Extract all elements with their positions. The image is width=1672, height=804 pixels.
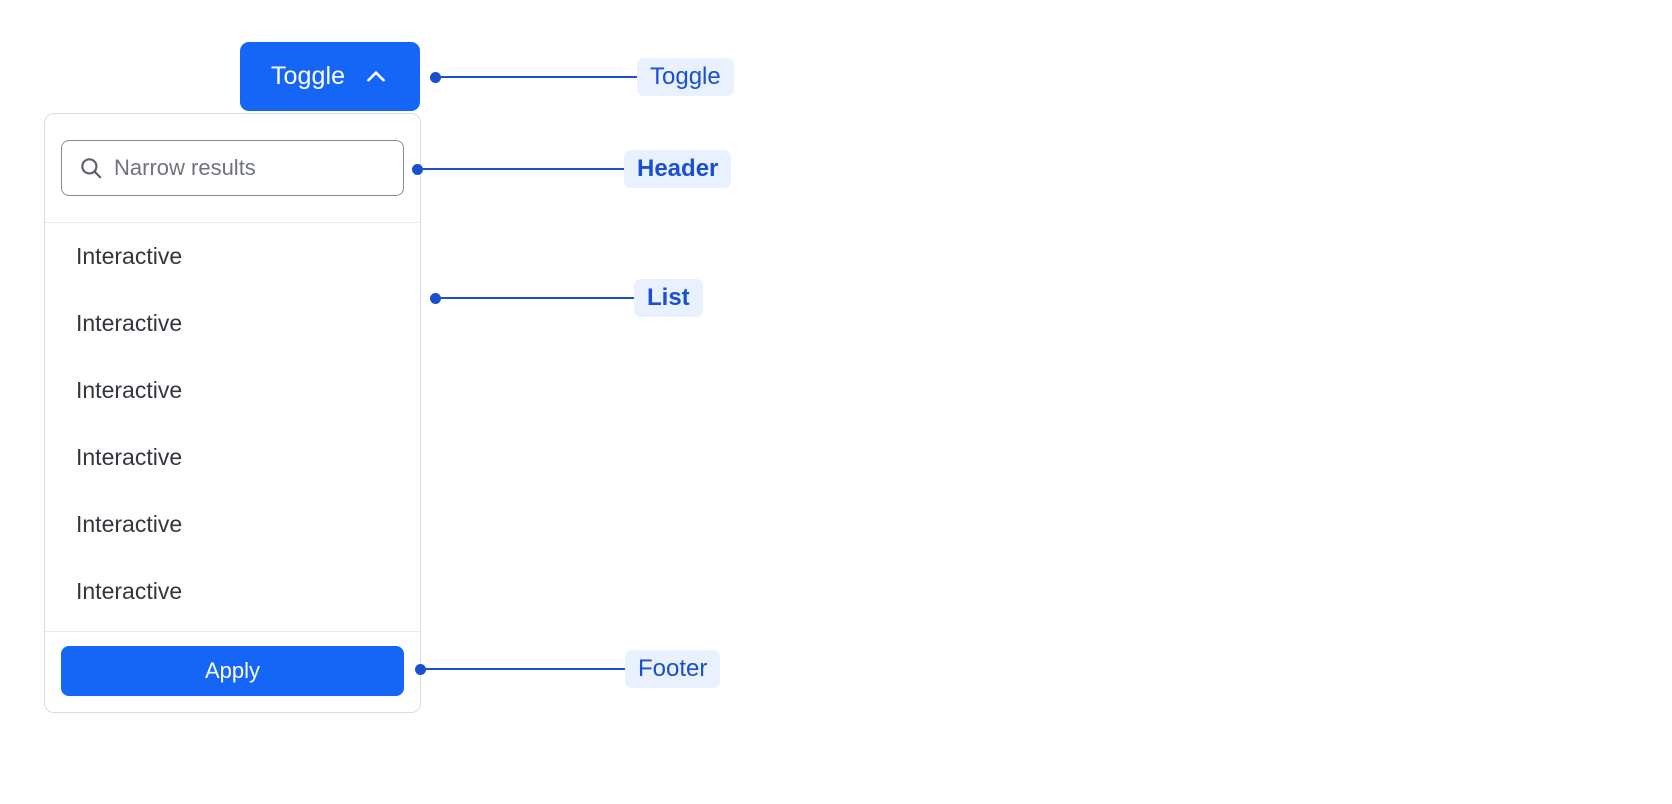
dropdown-header [45,114,420,223]
callout-toggle: Toggle [430,57,734,97]
apply-button[interactable]: Apply [61,646,404,696]
callout-leader-line [441,297,634,299]
toggle-button-label: Toggle [270,62,346,90]
search-icon [78,155,104,181]
list-item-label: Interactive [76,310,183,336]
callout-list: List [430,278,703,318]
callout-leader-line [423,168,624,170]
callout-leader-line [441,76,637,78]
search-input[interactable] [114,141,403,195]
callout-dot-icon [412,163,423,175]
callout-dot-icon [415,663,426,675]
list-item[interactable]: Interactive [45,290,420,357]
list-item[interactable]: Interactive [45,424,420,491]
list-item-label: Interactive [76,243,183,269]
chevron-up-icon [363,64,389,90]
callout-dot-icon [430,292,441,304]
list-item[interactable]: Interactive [45,357,420,424]
callout-label-header: Header [624,149,732,189]
callout-header: Header [412,149,732,189]
list-item[interactable]: Interactive [45,558,420,625]
callout-label-footer: Footer [625,649,721,689]
list-item-label: Interactive [76,377,183,403]
list-item-label: Interactive [76,444,183,470]
callout-label-list: List [634,278,703,318]
callout-footer: Footer [415,649,721,689]
list-item-label: Interactive [76,511,183,537]
list-item[interactable]: Interactive [45,491,420,558]
callout-label-toggle: Toggle [637,57,734,97]
search-field[interactable] [61,140,404,196]
dropdown-list: Interactive Interactive Interactive Inte… [45,223,420,631]
callout-dot-icon [430,71,441,83]
toggle-button[interactable]: Toggle [240,42,420,111]
dropdown-panel: Interactive Interactive Interactive Inte… [44,113,421,713]
list-item[interactable]: Interactive [45,223,420,290]
callout-leader-line [426,668,625,670]
list-item-label: Interactive [76,578,183,604]
dropdown-footer: Apply [45,631,420,712]
